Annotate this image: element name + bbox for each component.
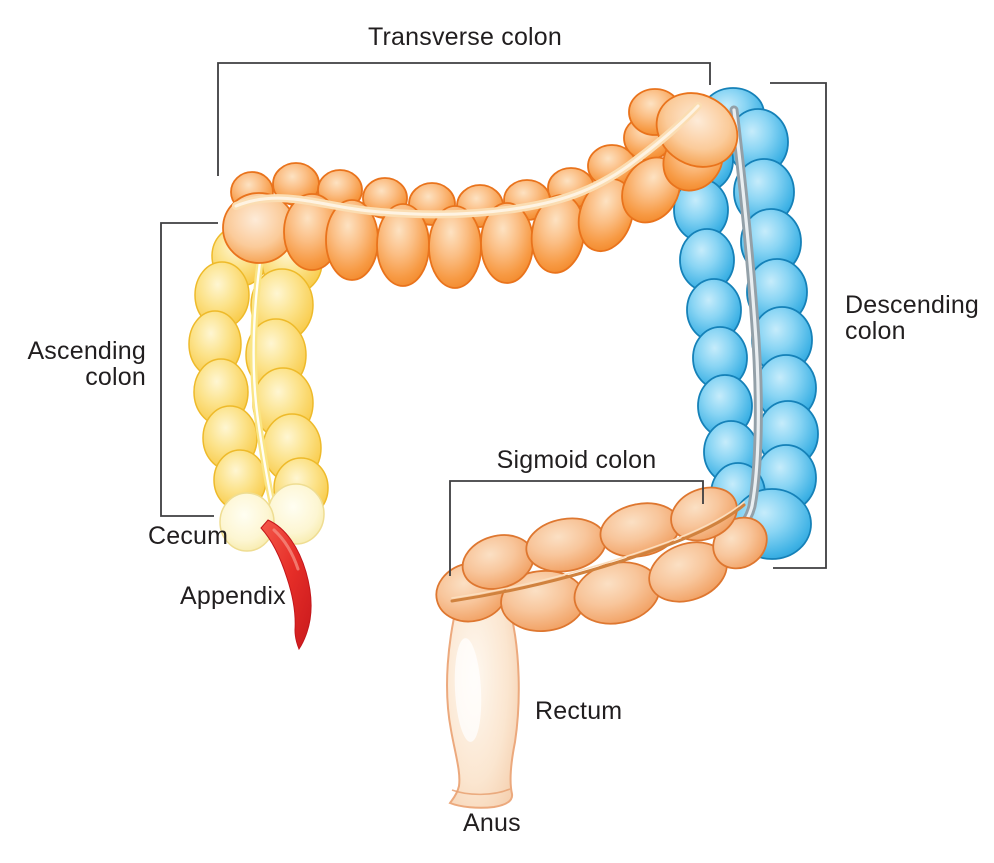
- ascending-taenia-band: [250, 258, 280, 524]
- label-anus: Anus: [463, 809, 521, 837]
- bracket-transverse-colon: [217, 62, 711, 176]
- label-ascending-colon: Ascending colon: [27, 337, 146, 391]
- bracket-descending-colon: [770, 82, 827, 569]
- transverse-taenia-band: [232, 102, 702, 219]
- descending-taenia-band: [715, 105, 763, 546]
- label-sigmoid-colon: Sigmoid colon: [496, 446, 657, 474]
- label-appendix: Appendix: [180, 582, 286, 610]
- label-transverse-colon: Transverse colon: [367, 23, 563, 51]
- sigmoid-colon-shape: [435, 486, 768, 632]
- transverse-colon-shape: [222, 88, 739, 289]
- label-cecum: Cecum: [148, 522, 229, 550]
- bracket-ascending-colon: [160, 222, 218, 517]
- label-rectum: Rectum: [535, 697, 623, 725]
- label-descending-colon: Descending colon: [845, 291, 980, 345]
- appendix-shape: [260, 519, 312, 651]
- anus-region: [451, 788, 511, 796]
- bracket-sigmoid-colon: [449, 480, 704, 576]
- rectum-highlight: [454, 638, 482, 742]
- sigmoid-taenia-band: [450, 501, 746, 603]
